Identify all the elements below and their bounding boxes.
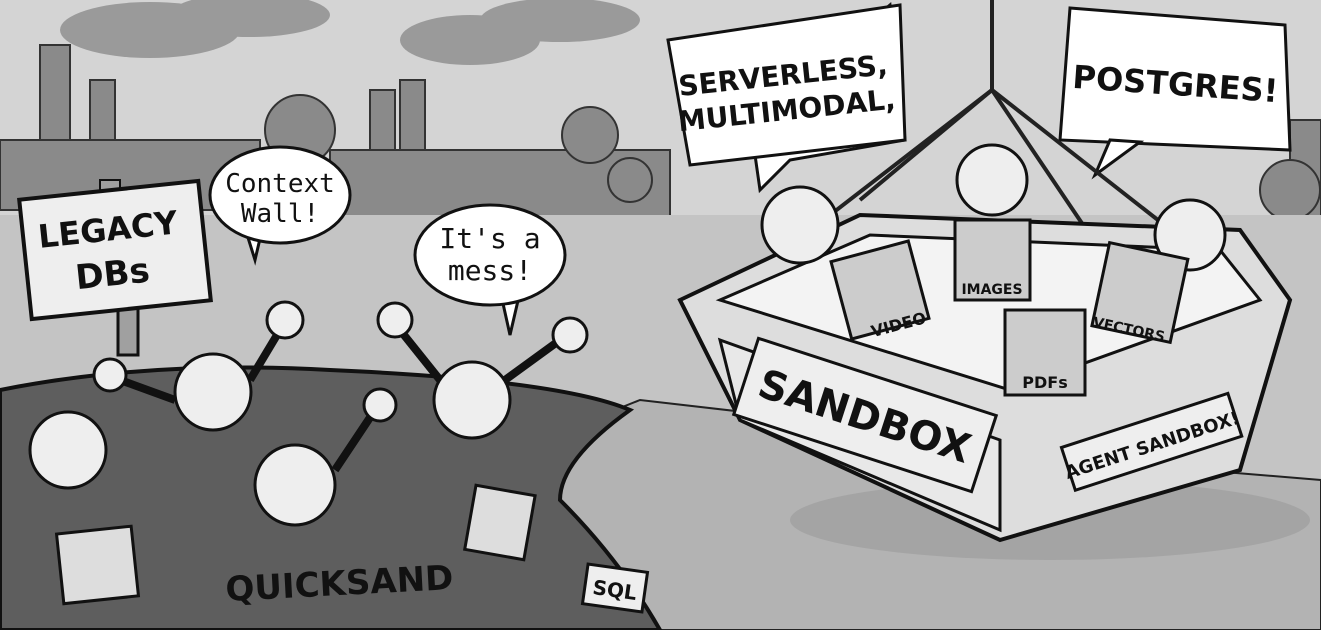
mess-line2: mess! [448, 254, 532, 287]
video-item: VIDEO [829, 239, 931, 341]
context-wall-line1: Context [225, 169, 335, 199]
postgres-bubble: POSTGRES! [1058, 6, 1292, 180]
mess-line1: It's a [439, 222, 540, 255]
smoke [60, 0, 640, 65]
sign-line2: DBs [73, 251, 151, 299]
pdfs-label: PDFs [1022, 373, 1067, 392]
character-head [253, 443, 337, 527]
sinking-characters [28, 300, 589, 527]
pdfs-item: PDFs [1003, 308, 1087, 397]
character-head [432, 360, 512, 440]
sandbox-characters [760, 143, 1227, 272]
context-wall-bubble: Context Wall! [208, 145, 352, 266]
images-label: IMAGES [961, 282, 1022, 298]
sql-card: SQL [580, 562, 650, 614]
context-wall-line2: Wall! [241, 199, 319, 229]
legacy-dbs-sign: LEGACY DBs [17, 178, 213, 357]
floppy-disk-icon [54, 483, 537, 606]
character-head [173, 352, 253, 432]
mess-bubble: It's a mess! [413, 203, 567, 336]
images-item: IMAGES [953, 218, 1032, 302]
serverless-bubble: SERVERLESS, MULTIMODAL, [666, 2, 907, 194]
character-head [28, 410, 108, 490]
sandbox-tray: SANDBOX AGENT SANDBOX! [677, 212, 1310, 560]
vectors-item: VECTORS [1090, 240, 1190, 346]
